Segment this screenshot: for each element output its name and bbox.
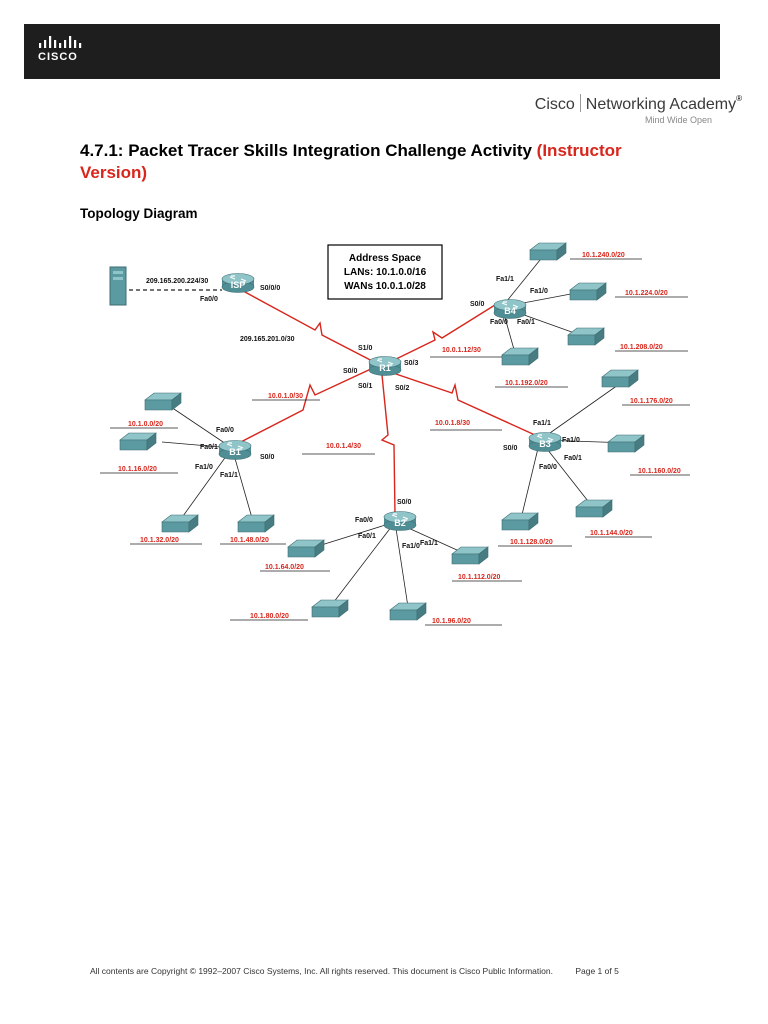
- label-underlines: [100, 258, 690, 626]
- if-label: S0/0: [343, 368, 358, 375]
- cisco-logo: CISCO: [38, 36, 88, 63]
- if-label: Fa1/0: [562, 437, 580, 444]
- if-label: Fa0/0: [539, 464, 557, 471]
- if-label: Fa1/1: [220, 472, 238, 479]
- router-isp-label: ISP: [231, 280, 246, 290]
- net-label: 10.0.1.4/30: [326, 443, 361, 450]
- router-b4-label: B4: [504, 306, 516, 316]
- if-label: Fa1/1: [496, 276, 514, 283]
- if-label: Fa1/0: [402, 543, 420, 550]
- page-footer: All contents are Copyright © 1992–2007 C…: [90, 966, 619, 976]
- link-r1-b2: [380, 374, 396, 516]
- wan-links: [231, 284, 536, 516]
- isp-wan-label: 209.165.201.0/30: [240, 336, 295, 343]
- server-net-label: 209.165.200.224/30: [146, 278, 208, 285]
- net-label: 10.0.1.8/30: [435, 420, 470, 427]
- link-r1-b4: [389, 304, 496, 363]
- net-label: 10.0.1.0/30: [268, 393, 303, 400]
- address-space-heading: Address Space: [349, 253, 422, 264]
- if-label: Fa0/0: [355, 517, 373, 524]
- net-label: 10.1.240.0/20: [582, 252, 625, 259]
- server-icon: [109, 266, 127, 306]
- if-label: Fa0/0: [200, 296, 218, 303]
- address-space-box: Address Space LANs: 10.1.0.0/16 WANs 10.…: [327, 244, 443, 300]
- switch-icon: [237, 514, 275, 533]
- switch-icon: [161, 514, 199, 533]
- switch-icon: [501, 347, 539, 366]
- if-label: S0/0: [397, 499, 412, 506]
- address-space-lans: LANs: 10.1.0.0/16: [344, 267, 427, 278]
- net-label: 10.1.80.0/20: [250, 613, 289, 620]
- switch-icon: [501, 512, 539, 531]
- if-label: Fa1/1: [533, 420, 551, 427]
- if-label: S0/0: [503, 445, 518, 452]
- footer-page-number: Page 1 of 5: [575, 966, 619, 976]
- link-r1-b1: [234, 367, 374, 446]
- switch-icon: [144, 392, 182, 411]
- branding-academy: Networking Academy: [585, 96, 737, 113]
- switch-icon: [569, 282, 607, 301]
- if-label: S1/0: [358, 345, 373, 352]
- router-b3-label: B3: [539, 439, 551, 449]
- net-label: 10.1.64.0/20: [265, 564, 304, 571]
- if-label: Fa0/1: [517, 319, 535, 326]
- net-label: 10.1.192.0/20: [505, 380, 548, 387]
- net-label: 10.1.224.0/20: [625, 290, 668, 297]
- branding-cisco: Cisco: [534, 96, 575, 113]
- net-label: 10.1.128.0/20: [510, 539, 553, 546]
- router-b2-label: B2: [394, 518, 406, 528]
- net-label: 10.1.112.0/20: [458, 574, 501, 581]
- router-b1-label: B1: [229, 447, 241, 457]
- if-label: S0/0/0: [260, 285, 280, 292]
- if-label: S0/2: [395, 385, 410, 392]
- switch-icon: [575, 499, 613, 518]
- address-space-wans: WANs 10.0.1.0/28: [344, 281, 426, 292]
- net-label: 10.1.176.0/20: [630, 398, 673, 405]
- if-label: Fa0/0: [490, 319, 508, 326]
- switch-icon: [389, 602, 427, 621]
- if-label: S0/3: [404, 360, 419, 367]
- if-label: S0/0: [260, 454, 275, 461]
- switch-icon: [287, 539, 325, 558]
- switch-icon: [567, 327, 605, 346]
- page-title: 4.7.1: Packet Tracer Skills Integration …: [80, 140, 680, 184]
- link-r1-b3: [389, 371, 536, 436]
- title-main: 4.7.1: Packet Tracer Skills Integration …: [80, 141, 532, 160]
- branding-tagline: Mind Wide Open: [644, 115, 712, 125]
- net-label: 10.1.48.0/20: [230, 537, 269, 544]
- net-label: 10.1.160.0/20: [638, 468, 681, 475]
- net-label: 10.1.16.0/20: [118, 466, 157, 473]
- topology-diagram: Address Space LANs: 10.1.0.0/16 WANs 10.…: [100, 242, 690, 626]
- if-label: S0/1: [358, 383, 373, 390]
- if-label: Fa1/1: [420, 540, 438, 547]
- net-label: 10.1.0.0/20: [128, 421, 163, 428]
- router-r1-label: R1: [379, 363, 391, 373]
- switch-icon: [607, 434, 645, 453]
- section-heading: Topology Diagram: [80, 206, 198, 221]
- switch-icon: [451, 546, 489, 565]
- switch-icon: [119, 432, 157, 451]
- net-label: 10.0.1.12/30: [442, 347, 481, 354]
- link-isp-r1: [231, 284, 381, 366]
- if-label: Fa1/0: [195, 464, 213, 471]
- if-label: S0/0: [470, 301, 485, 308]
- net-label: 10.1.208.0/20: [620, 344, 663, 351]
- header-bar: CISCO: [24, 24, 720, 79]
- cisco-wordmark: CISCO: [38, 51, 78, 63]
- if-label: Fa1/0: [530, 288, 548, 295]
- switch-icon: [601, 369, 639, 388]
- if-label: Fa0/0: [216, 427, 234, 434]
- cisco-bars-icon: [39, 36, 82, 48]
- if-label: Fa0/1: [358, 533, 376, 540]
- if-label: Fa0/1: [564, 455, 582, 462]
- if-label: Fa0/1: [200, 444, 218, 451]
- footer-copyright: All contents are Copyright © 1992–2007 C…: [90, 966, 553, 976]
- net-label: 10.1.96.0/20: [432, 618, 471, 625]
- net-label: 10.1.144.0/20: [590, 530, 633, 537]
- switch-icon: [311, 599, 349, 618]
- title-suffix: (Instructor Version): [80, 141, 622, 182]
- switch-icon: [529, 242, 567, 261]
- net-label: 10.1.32.0/20: [140, 537, 179, 544]
